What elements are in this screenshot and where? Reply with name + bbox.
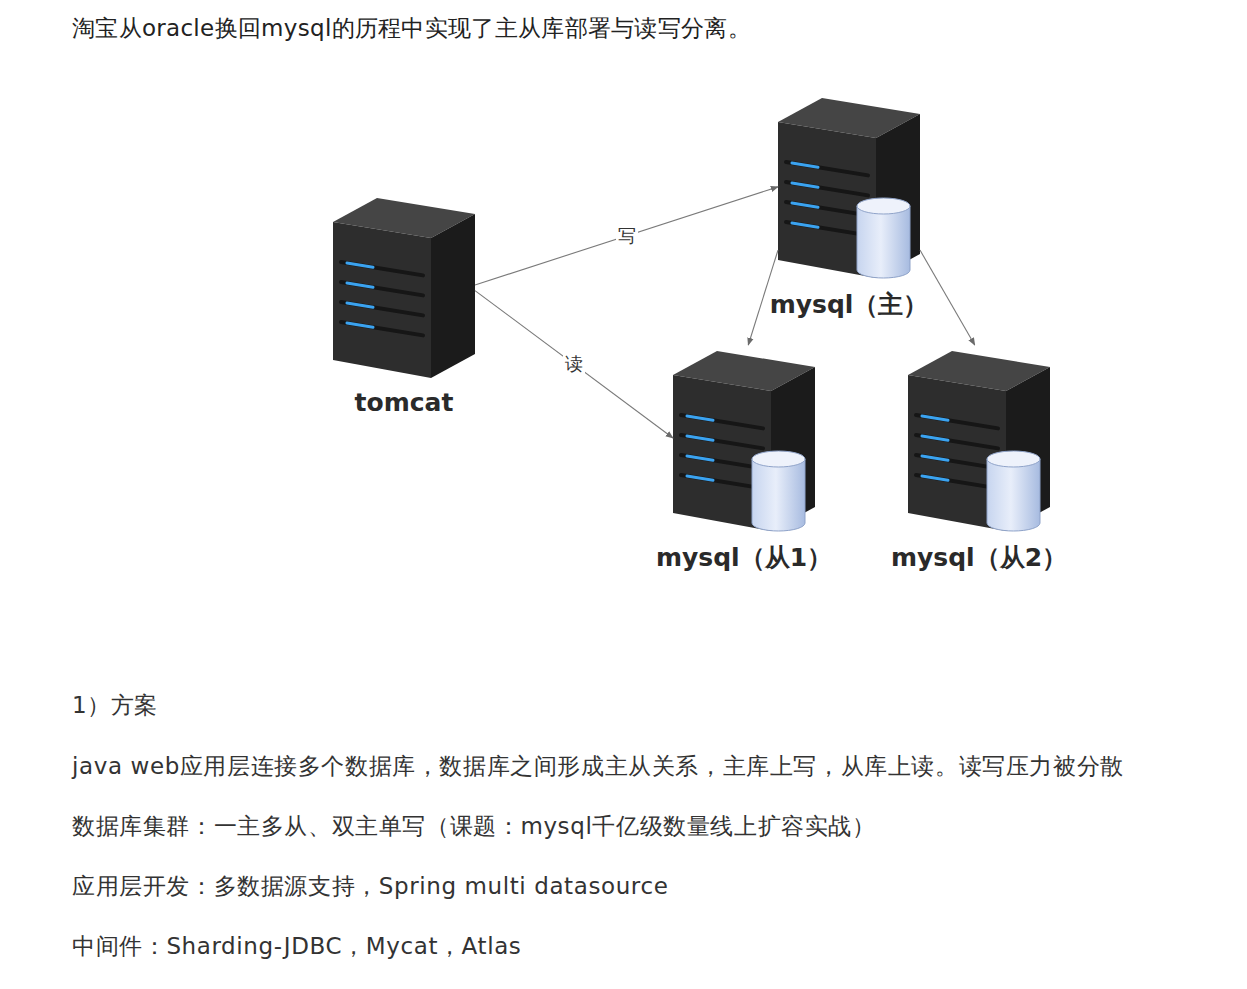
database-cylinder (857, 198, 910, 278)
note-line: 应用层开发：多数据源支持，Spring multi datasource (72, 871, 668, 902)
note-line: 中间件：Sharding-JDBC，Mycat，Atlas (72, 931, 521, 962)
edge-label: 写 (616, 226, 638, 246)
server-icon (333, 198, 475, 378)
note-line: 数据库集群：一主多从、双主单写（课题：mysql千亿级数量线上扩容实战） (72, 811, 876, 842)
server-label: tomcat (355, 388, 454, 417)
note-line: java web应用层连接多个数据库，数据库之间形成主从关系，主库上写，从库上读… (72, 751, 1124, 782)
server-label: mysql（主） (770, 288, 929, 321)
server-node: mysql（从2） (908, 345, 1050, 531)
database-cylinder (987, 451, 1040, 531)
server-node: mysql（主） (778, 92, 920, 278)
edge-label: 读 (563, 354, 585, 374)
server-node: mysql（从1） (673, 345, 815, 531)
server-label: mysql（从2） (891, 541, 1067, 574)
server-icon (673, 351, 815, 531)
arrow-connector (475, 291, 673, 438)
server-icon (908, 351, 1050, 531)
database-cylinder (752, 451, 805, 531)
arrow-connector (475, 187, 778, 285)
page-title: 淘宝从oracle换回mysql的历程中实现了主从库部署与读写分离。 (72, 13, 751, 44)
server-label: mysql（从1） (656, 541, 832, 574)
note-line: 1）方案 (72, 690, 158, 721)
server-icon (778, 98, 920, 278)
server-node: tomcat (333, 192, 475, 378)
